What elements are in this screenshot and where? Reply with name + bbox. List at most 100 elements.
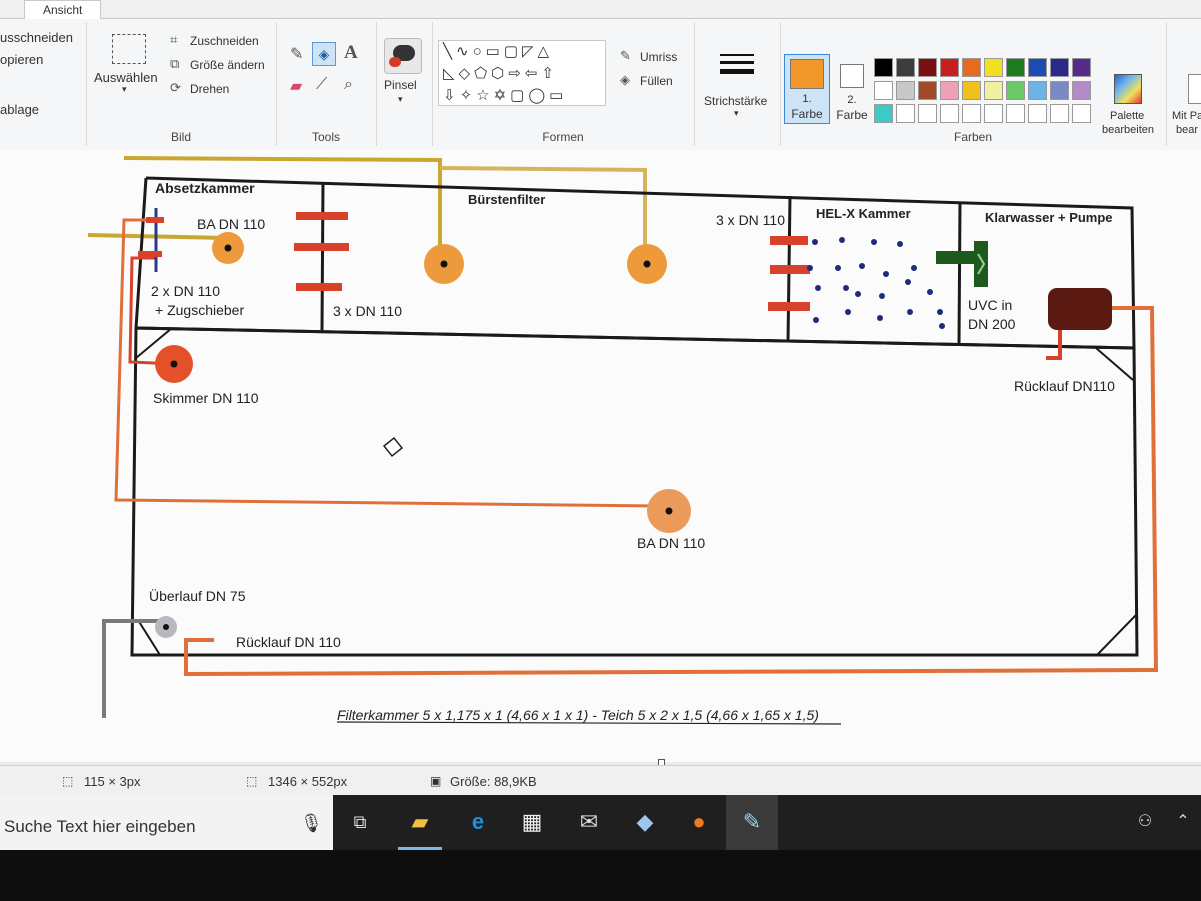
status-bar: ⬚ 115 × 3px ⬚ 1346 × 552px ▣ Größe: 88,9… xyxy=(0,765,1201,796)
paint-icon: ✎ xyxy=(742,809,762,834)
color-swatch[interactable] xyxy=(940,81,959,100)
color-swatch[interactable] xyxy=(1028,58,1047,77)
label-ruecklauf-right: Rücklauf DN110 xyxy=(1014,378,1115,394)
tab-ansicht[interactable]: Ansicht xyxy=(24,0,102,19)
fill-icon: ◈ xyxy=(620,72,630,87)
divider-3 xyxy=(957,201,962,346)
cut-button[interactable]: usschneiden xyxy=(0,30,73,45)
label-helx: HEL-X Kammer xyxy=(816,206,911,221)
select-button[interactable]: Auswählen xyxy=(94,70,158,85)
pencil-icon[interactable]: ✎ xyxy=(290,46,304,63)
stroke-width-icon xyxy=(720,54,754,74)
color-swatch[interactable] xyxy=(874,104,893,123)
file-explorer-icon[interactable]: ▰ xyxy=(411,809,429,834)
color2-label: Farbe xyxy=(836,108,868,122)
stroke-width-button[interactable]: Strichstärke xyxy=(704,94,768,108)
eraser-icon[interactable]: ▰ xyxy=(290,78,303,95)
stroke-dropdown-icon[interactable]: ▾ xyxy=(734,108,739,118)
color-swatch[interactable] xyxy=(984,104,1003,123)
shapes-group-label: Formen xyxy=(542,130,584,144)
corner-tr xyxy=(1095,347,1134,381)
text-tool-icon[interactable]: A xyxy=(344,42,358,63)
rotate-button[interactable]: Drehen xyxy=(190,82,230,96)
store-icon[interactable]: ▦ xyxy=(521,809,543,834)
passthrough-a1 xyxy=(296,212,348,220)
mail-icon[interactable]: ✉ xyxy=(579,809,599,834)
color-swatch[interactable] xyxy=(896,81,915,100)
paint3d-button[interactable]: Mit Pa xyxy=(1172,110,1201,122)
fill-bucket-icon[interactable]: ◈ xyxy=(312,42,336,66)
color-swatch[interactable] xyxy=(984,81,1003,100)
people-icon[interactable]: ⚇ xyxy=(1137,813,1153,830)
color-swatch[interactable] xyxy=(1006,81,1025,100)
color-swatch[interactable] xyxy=(984,58,1003,77)
red-pipe-skimmer xyxy=(128,256,177,366)
corner-bl xyxy=(137,619,161,656)
firefox-icon[interactable]: ● xyxy=(692,809,706,834)
drawing-canvas[interactable]: Absetzkammer Bürstenfilter HEL-X Kammer … xyxy=(0,150,1201,762)
select-dropdown-icon[interactable]: ▾ xyxy=(122,84,127,94)
crop-button[interactable]: Zuschneiden xyxy=(190,34,259,48)
color-swatch[interactable] xyxy=(918,58,937,77)
canvas-area: Absetzkammer Bürstenfilter HEL-X Kammer … xyxy=(0,150,1201,766)
fill-button[interactable]: Füllen xyxy=(640,74,673,88)
color-swatch[interactable] xyxy=(896,58,915,77)
shapes-gallery[interactable]: ╲∿○▭▢◸△◺◇⬠⬡⇨⇦⇧⇩✧☆✡▢◯▭ xyxy=(438,40,606,106)
ba-top-drain-center xyxy=(224,244,232,252)
color-swatch[interactable] xyxy=(1050,58,1069,77)
color-swatch[interactable] xyxy=(874,81,893,100)
color-swatch[interactable] xyxy=(1050,104,1069,123)
tools-group-label: Tools xyxy=(311,130,340,144)
caption: Filterkammer 5 x 1,175 x 1 (4,66 x 1 x 1… xyxy=(337,707,819,723)
search-input[interactable]: Suche Text hier eingeben xyxy=(4,817,196,836)
tray-chevron-icon[interactable]: ⌃ xyxy=(1176,813,1190,830)
label-uvc-2: DN 200 xyxy=(968,316,1016,332)
label-buerstenfilter: Bürstenfilter xyxy=(468,192,546,207)
color-swatch[interactable] xyxy=(896,104,915,123)
brush-icon xyxy=(384,38,422,74)
label-3xdn-b: 3 x DN 110 xyxy=(716,212,785,228)
app-icon[interactable]: ◆ xyxy=(636,809,654,834)
palette-edit-icon xyxy=(1114,74,1142,104)
passthrough-a2 xyxy=(294,243,349,251)
color-swatch[interactable] xyxy=(962,58,981,77)
copy-button[interactable]: opieren xyxy=(0,52,44,67)
color-swatch[interactable] xyxy=(918,104,937,123)
color-palette[interactable] xyxy=(874,58,1100,128)
magnifier-icon[interactable]: ⌕ xyxy=(344,76,353,93)
color-swatch[interactable] xyxy=(1006,104,1025,123)
canvas-size: 1346 × 552px xyxy=(268,774,348,789)
taskbar-search[interactable]: Suche Text hier eingeben 🎙 xyxy=(0,795,333,850)
color-swatch[interactable] xyxy=(1072,81,1091,100)
color-swatch[interactable] xyxy=(940,58,959,77)
color2-button[interactable]: 2. Farbe xyxy=(834,60,870,124)
paint-taskbar-active[interactable]: ✎ xyxy=(726,795,778,850)
color-swatch[interactable] xyxy=(874,58,893,77)
label-ba-top: BA DN 110 xyxy=(197,216,266,232)
color-swatch[interactable] xyxy=(1006,58,1025,77)
microphone-icon[interactable]: 🎙 xyxy=(300,813,323,833)
color1-button[interactable]: 1. Farbe xyxy=(784,54,830,124)
palette-edit-button[interactable]: Palette xyxy=(1110,110,1145,122)
resize-icon: ⧉ xyxy=(170,56,180,71)
color-swatch[interactable] xyxy=(1028,81,1047,100)
color-picker-icon[interactable]: ⟋ xyxy=(316,76,328,93)
color-swatch[interactable] xyxy=(940,104,959,123)
task-view-icon[interactable]: ⧉ xyxy=(353,812,367,832)
color-swatch[interactable] xyxy=(1028,104,1047,123)
paint3d-button-line2: bear xyxy=(1176,124,1199,136)
outline-button[interactable]: Umriss xyxy=(640,50,678,64)
color-swatch[interactable] xyxy=(918,81,937,100)
brush-button[interactable]: Pinsel xyxy=(384,78,417,92)
resize-button[interactable]: Größe ändern xyxy=(190,58,265,72)
brush-dropdown-icon[interactable]: ▾ xyxy=(398,94,403,104)
ba-bottom-drain-center xyxy=(665,507,673,515)
color-swatch[interactable] xyxy=(1072,58,1091,77)
color-swatch[interactable] xyxy=(1050,81,1069,100)
color-swatch[interactable] xyxy=(962,104,981,123)
passthrough-b1 xyxy=(770,236,808,245)
color-swatch[interactable] xyxy=(962,81,981,100)
group-tools: ✎ ◈ A ▰ ⟋ ⌕ Tools xyxy=(276,22,377,146)
edge-icon[interactable]: e xyxy=(471,809,485,834)
color-swatch[interactable] xyxy=(1072,104,1091,123)
